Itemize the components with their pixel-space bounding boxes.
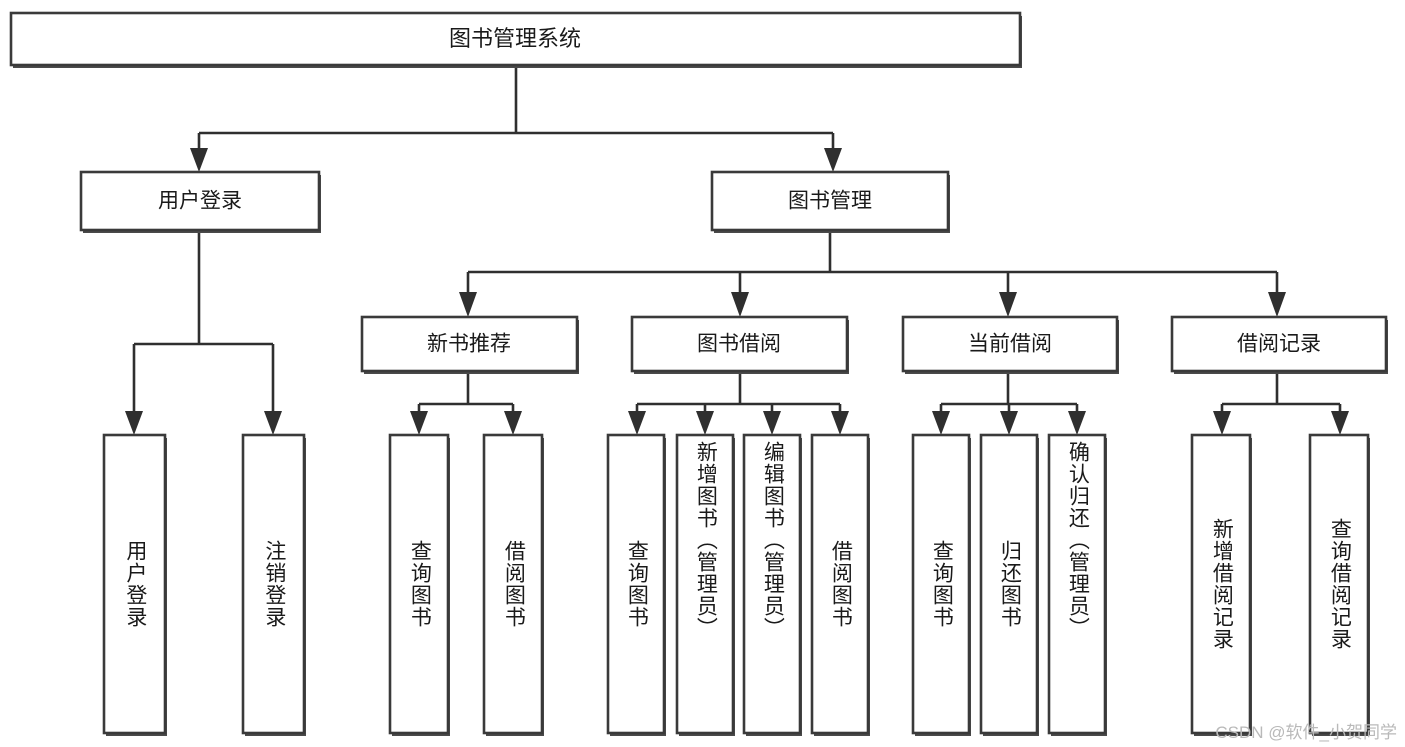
node-rect — [1190, 433, 1252, 735]
node-rect — [1047, 433, 1107, 735]
arrow-to-book-management — [824, 148, 842, 172]
node-rect — [241, 433, 306, 735]
node-rect — [79, 170, 321, 232]
node-rect — [742, 433, 802, 735]
arrow-to-leaf-query-book-2 — [628, 411, 646, 435]
node-leaf-return-book[interactable] — [979, 433, 1039, 736]
node-rect — [630, 315, 849, 373]
connectors-root — [125, 68, 1349, 435]
arrow-to-leaf-query-book-3 — [932, 411, 950, 435]
arrow-to-leaf-query-book-1 — [410, 411, 428, 435]
node-book-borrow[interactable]: 图书借阅 — [630, 315, 849, 374]
node-leaf-query-book-3[interactable] — [911, 433, 971, 736]
node-leaf-add-borrow-record[interactable] — [1190, 433, 1252, 736]
node-rect — [1308, 433, 1370, 735]
arrow-to-leaf-edit-book — [763, 411, 781, 435]
node-leaf-add-book[interactable] — [675, 433, 735, 736]
node-leaf-query-book-1[interactable] — [388, 433, 450, 736]
node-label: 借阅记录 — [1237, 333, 1321, 356]
watermark-text: CSDN @软件_小贺同学 — [1215, 723, 1397, 742]
node-leaf-edit-book[interactable] — [742, 433, 802, 736]
connector-bookmgmt-to-level2 — [459, 233, 1286, 317]
connector-root-to-level1 — [190, 68, 842, 172]
node-label: 新书推荐 — [427, 333, 511, 356]
arrow-to-leaf-logout-login — [264, 411, 282, 435]
node-rect — [675, 433, 735, 735]
node-label: 图书借阅 — [697, 333, 781, 356]
node-rect — [606, 433, 666, 735]
node-label: 当前借阅 — [968, 333, 1052, 356]
node-borrow-record[interactable]: 借阅记录 — [1170, 315, 1388, 374]
node-new-book-recommend[interactable]: 新书推荐 — [360, 315, 579, 374]
node-rect — [482, 433, 544, 735]
arrow-to-leaf-query-borrow-record — [1331, 411, 1349, 435]
node-rect — [388, 433, 450, 735]
node-rect — [9, 11, 1022, 67]
arrow-to-leaf-borrow-book-1 — [504, 411, 522, 435]
arrow-to-new-book-recommend — [459, 292, 477, 317]
connector-currentborrow-to-leaves — [932, 374, 1086, 435]
arrow-to-user-login — [190, 148, 208, 172]
node-rect — [810, 433, 870, 735]
node-rect — [911, 433, 971, 735]
connector-borrowrecord-to-leaves — [1213, 374, 1349, 435]
node-leaf-borrow-book-2[interactable] — [810, 433, 870, 736]
node-leaf-query-borrow-record[interactable] — [1308, 433, 1370, 736]
arrow-to-current-borrow — [999, 292, 1017, 317]
node-label: 用户登录 — [158, 190, 242, 213]
node-leaf-query-book-2[interactable] — [606, 433, 666, 736]
node-rect — [901, 315, 1119, 373]
node-rect — [979, 433, 1039, 735]
node-leaf-confirm-return[interactable] — [1047, 433, 1107, 736]
arrow-to-leaf-add-borrow-record — [1213, 411, 1231, 435]
node-rect — [1170, 315, 1388, 373]
node-rect — [710, 170, 950, 232]
node-book-management[interactable]: 图书管理 — [710, 170, 950, 233]
node-label: 图书管理 — [788, 190, 872, 213]
arrow-to-leaf-return-book — [1000, 411, 1018, 435]
node-leaf-borrow-book-1[interactable] — [482, 433, 544, 736]
node-current-borrow[interactable]: 当前借阅 — [901, 315, 1119, 374]
node-rect — [102, 433, 167, 735]
arrow-to-leaf-user-login — [125, 411, 143, 435]
node-leaf-user-login[interactable] — [102, 433, 167, 736]
connector-userlogin-to-leaves — [125, 233, 282, 435]
node-title-system[interactable]: 图书管理系统 — [9, 11, 1022, 68]
arrow-to-leaf-add-book — [696, 411, 714, 435]
arrow-to-leaf-borrow-book-2 — [831, 411, 849, 435]
node-rect — [360, 315, 579, 373]
node-leaf-logout-login[interactable] — [241, 433, 306, 736]
connector-bookborrow-to-leaves — [628, 374, 849, 435]
node-label: 图书管理系统 — [449, 26, 581, 51]
node-user-login[interactable]: 用户登录 — [79, 170, 321, 233]
arrow-to-borrow-record — [1268, 292, 1286, 317]
connector-newbook-to-leaves — [410, 374, 522, 435]
arrow-to-leaf-confirm-return — [1068, 411, 1086, 435]
arrow-to-book-borrow — [731, 292, 749, 317]
